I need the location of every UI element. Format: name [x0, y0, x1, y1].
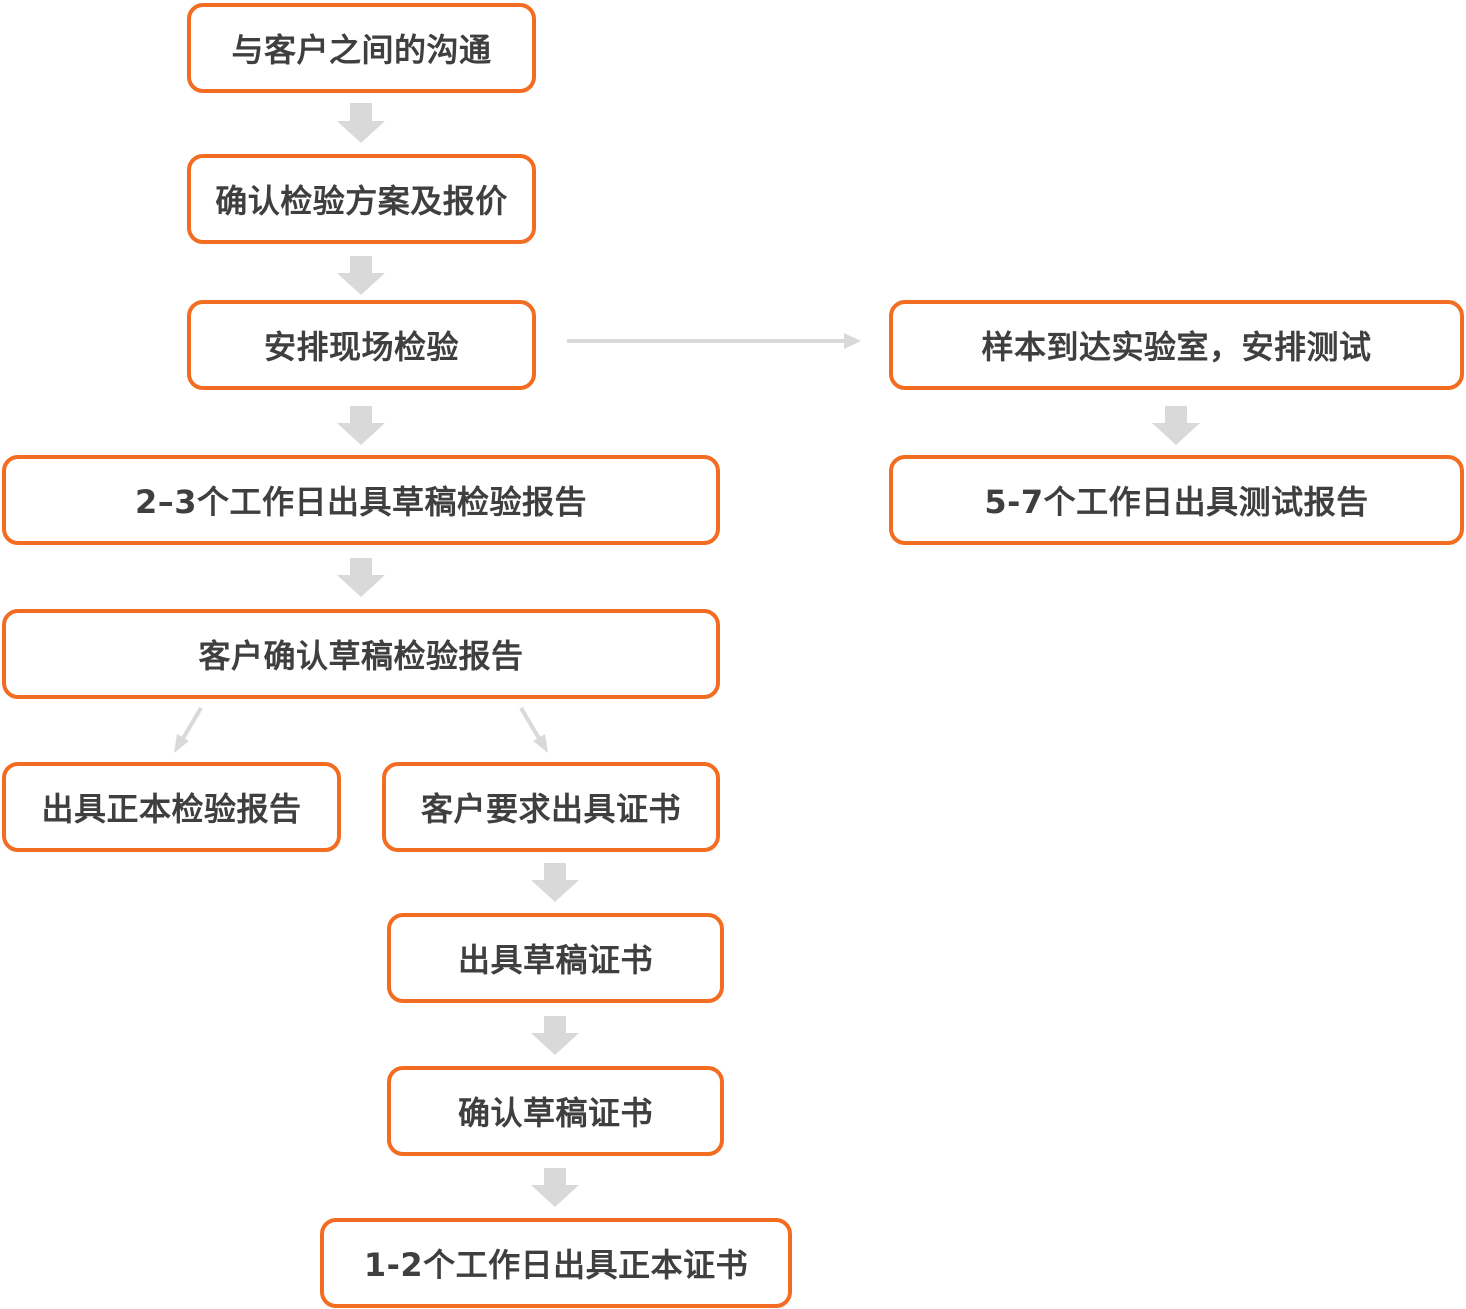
arrow-diag-right-head [533, 734, 548, 753]
lab-testing-step: 样本到达实验室，安排测试 [889, 300, 1464, 390]
arrow-down-5 [531, 863, 579, 902]
test-report-step: 5-7个工作日出具测试报告 [889, 455, 1464, 545]
arrow-down-8 [1152, 406, 1200, 445]
arrow-down-7 [531, 1168, 579, 1207]
confirm-draft-cert-step: 确认草稿证书 [387, 1066, 724, 1156]
arrow-down-4 [337, 558, 385, 597]
arrow-down-3 [337, 406, 385, 445]
arrow-down-2 [337, 256, 385, 295]
arrow-diag-right-line [519, 706, 542, 742]
arrow-down-6 [531, 1016, 579, 1055]
final-cert-step: 1-2个工作日出具正本证书 [320, 1218, 792, 1308]
draft-report-step: 2–3个工作日出具草稿检验报告 [2, 455, 720, 545]
client-requests-cert-step: 客户要求出具证书 [382, 762, 720, 852]
draft-cert-step: 出具草稿证书 [387, 913, 724, 1003]
client-confirm-draft-step: 客户确认草稿检验报告 [2, 609, 720, 699]
arrow-down-1 [337, 103, 385, 143]
confirm-plan-step: 确认检验方案及报价 [187, 154, 536, 244]
onsite-inspection-step: 安排现场检验 [187, 300, 536, 390]
arrow-diag-left-line [180, 706, 203, 742]
arrow-right-head [844, 333, 861, 349]
communication-step: 与客户之间的沟通 [187, 3, 536, 93]
final-report-step: 出具正本检验报告 [2, 762, 341, 852]
arrow-diag-left-head [174, 734, 189, 753]
